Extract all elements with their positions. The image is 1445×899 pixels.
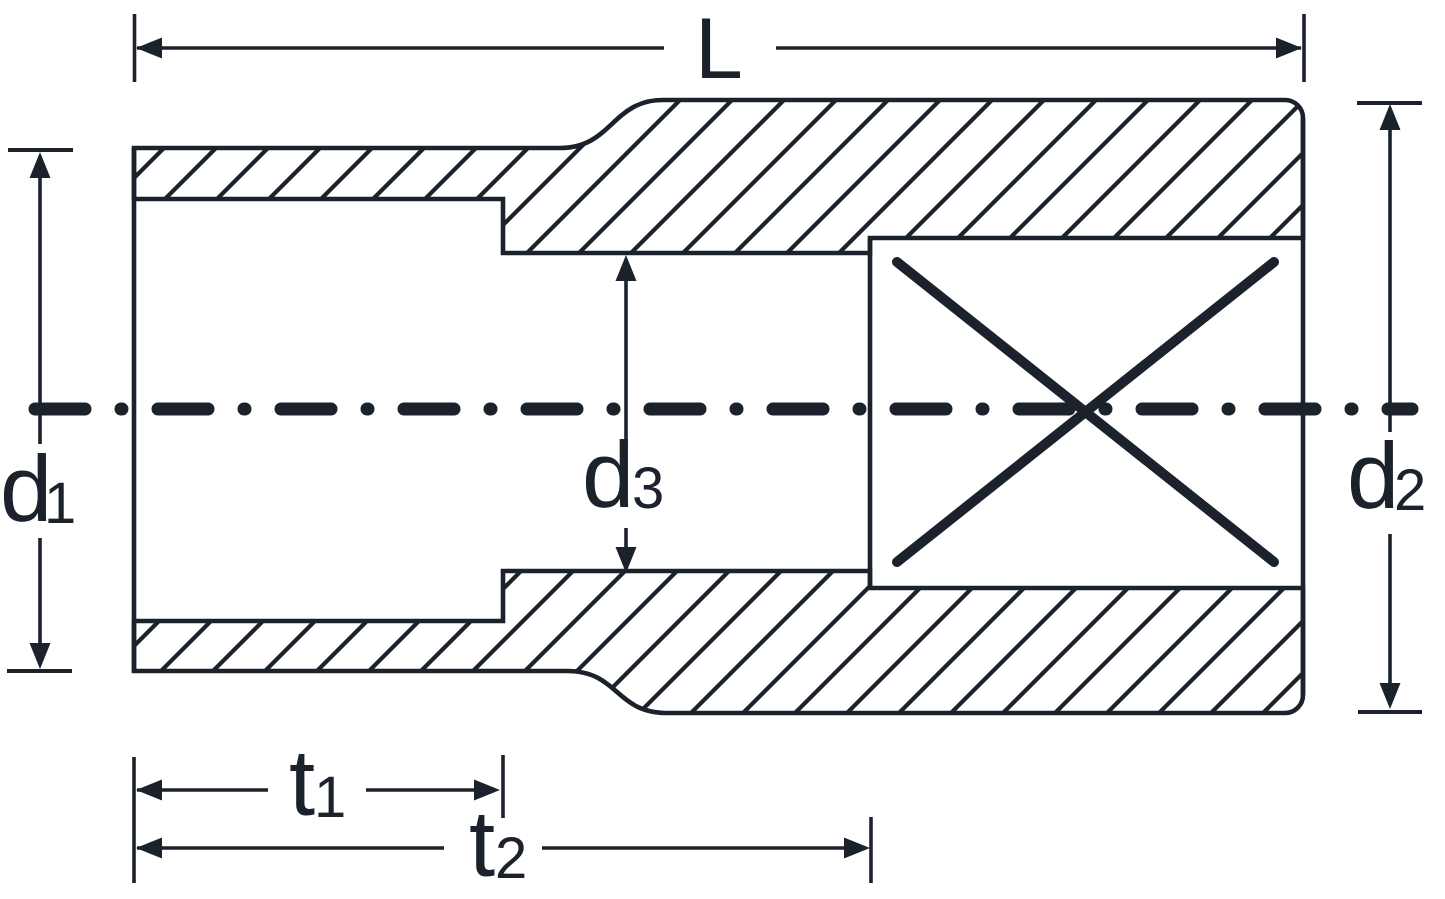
label-d1-subscript: 1 (44, 471, 76, 536)
dimension-t2: t 2 (136, 791, 873, 896)
socket-top-wall (131, 97, 1306, 256)
arrowhead-right-icon (1276, 37, 1302, 59)
arrowhead-up-icon (29, 152, 51, 178)
label-t2-main: t (469, 791, 495, 896)
arrowhead-right-icon (474, 779, 500, 801)
label-d2-subscript: 2 (1394, 458, 1426, 523)
label-d2-main: d (1347, 423, 1399, 528)
dimension-d2: d 2 (1347, 101, 1426, 714)
socket-bottom-wall (131, 568, 1306, 716)
arrowhead-down-icon (29, 643, 51, 669)
arrowhead-left-icon (136, 779, 162, 801)
arrowhead-right-icon (844, 837, 870, 859)
dimension-d3: d 3 (582, 255, 664, 573)
arrowhead-up-icon (1379, 104, 1401, 130)
label-L: L (695, 1, 743, 97)
dimension-L: L (132, 1, 1306, 97)
arrowhead-down-icon (615, 547, 637, 573)
label-t1-main: t (289, 730, 315, 835)
label-d3-main: d (582, 422, 634, 527)
dimension-d1: d 1 (0, 148, 76, 673)
label-t1-subscript: 1 (314, 765, 346, 830)
dimension-t1: t 1 (132, 730, 505, 883)
arrowhead-down-icon (1379, 683, 1401, 709)
label-t2-subscript: 2 (495, 826, 527, 891)
arrowhead-up-icon (615, 255, 637, 281)
square-drive-cross-diagonal-2 (892, 257, 1279, 567)
arrowhead-left-icon (136, 837, 162, 859)
label-d1-main: d (0, 436, 52, 541)
arrowhead-left-icon (136, 37, 162, 59)
square-drive-recess (867, 238, 1279, 588)
label-d3-subscript: 3 (632, 456, 664, 521)
